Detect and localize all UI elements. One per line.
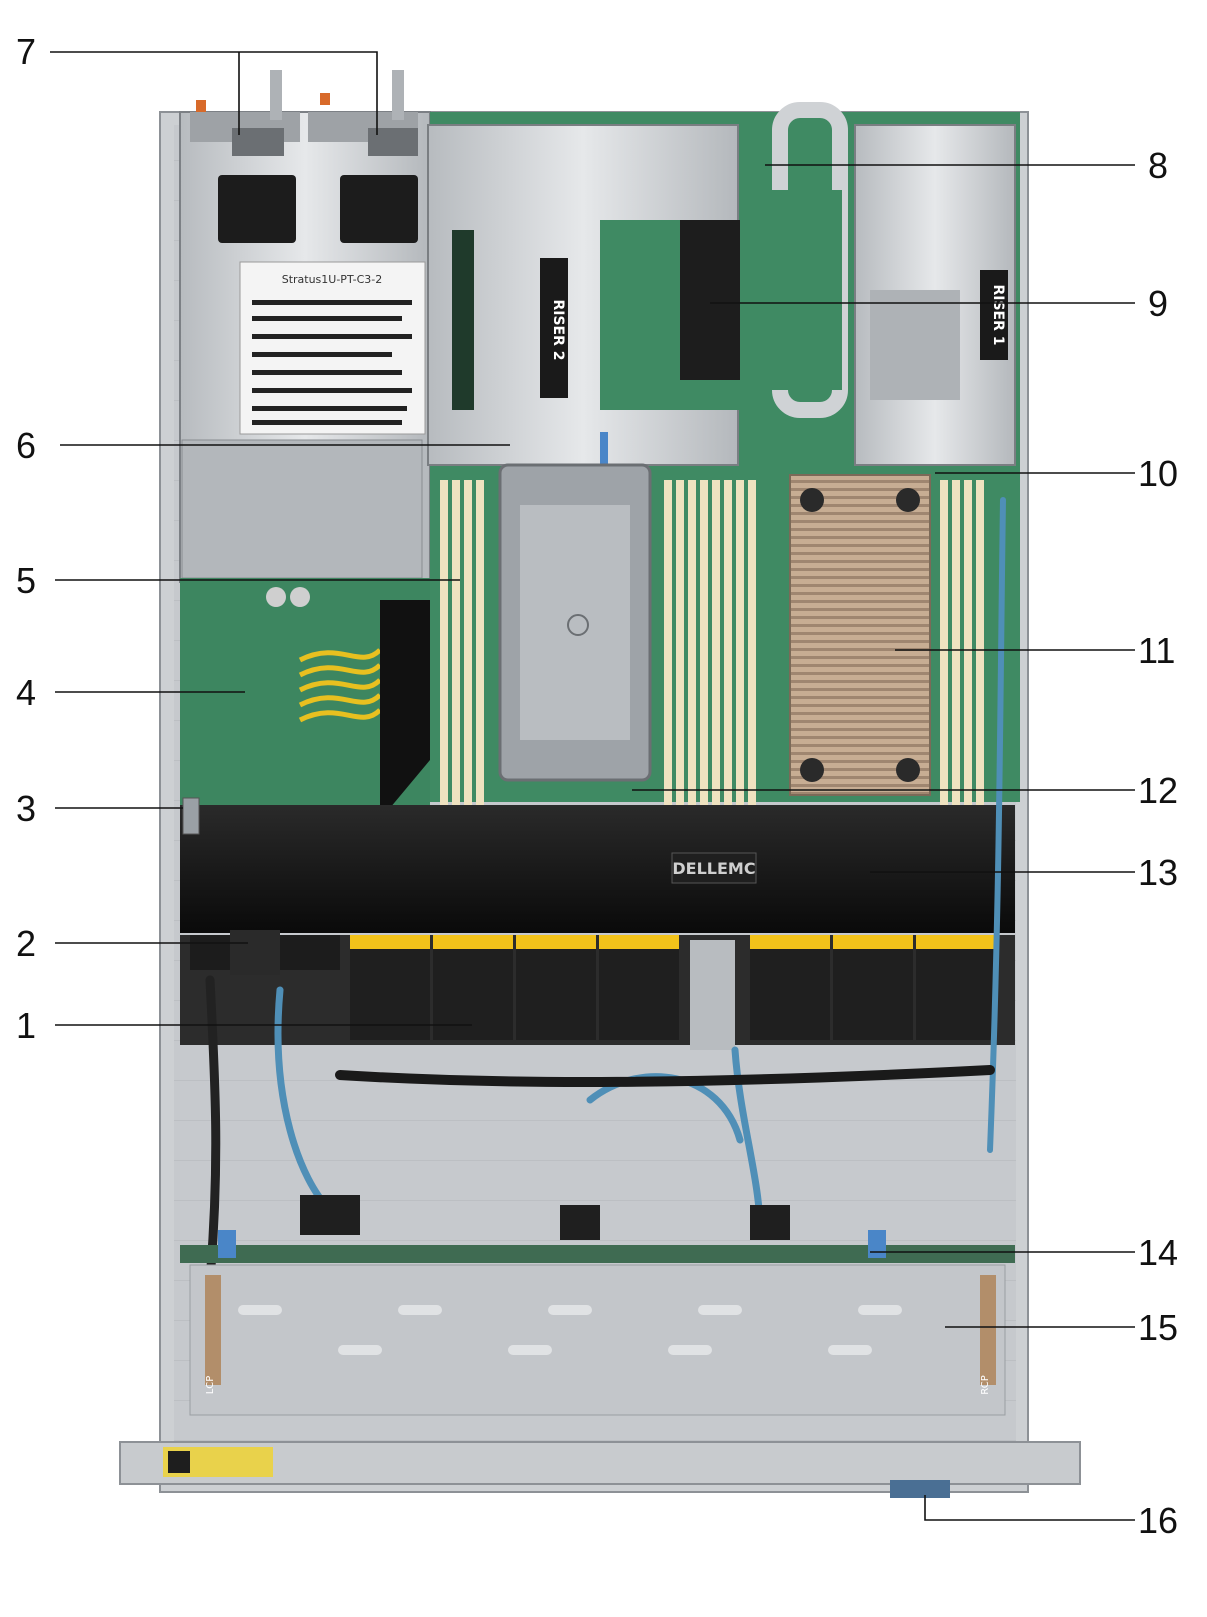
dimm-bank-cpu1 — [940, 480, 984, 805]
callout-12: 12 — [1138, 770, 1179, 811]
service-tag — [890, 1480, 950, 1498]
callout-11: 11 — [1138, 630, 1176, 671]
callout-5: 5 — [16, 560, 37, 601]
rcp-label: RCP — [980, 1375, 991, 1394]
brand-logo: DELLEMC — [672, 859, 755, 878]
lcp-label: LCP — [205, 1376, 216, 1395]
processor-socket-cover — [498, 463, 652, 782]
riser-1-label: RISER 1 — [990, 284, 1006, 345]
riser-1: RISER 1 — [680, 102, 1016, 466]
callout-9: 9 — [1148, 283, 1169, 324]
callout-13: 13 — [1138, 852, 1179, 893]
fan-module-1 — [350, 935, 430, 1040]
riser-2-label: RISER 2 — [550, 299, 566, 360]
callout-16: 16 — [1138, 1500, 1179, 1541]
fan-module-6 — [833, 935, 913, 1040]
dimm-bank-cpu2 — [440, 480, 756, 805]
cable-holder — [190, 930, 340, 975]
callout-line-16 — [924, 1495, 1135, 1521]
callout-8: 8 — [1148, 145, 1169, 186]
power-supply-units: Stratus1U-PT-C3-2 — [179, 70, 431, 583]
drive-backplane — [180, 1195, 1015, 1263]
callout-15: 15 — [1138, 1307, 1179, 1348]
cooling-fans — [180, 935, 1015, 1050]
processor-heat-sink — [789, 474, 931, 796]
fan-module-3 — [516, 935, 596, 1040]
callout-14: 14 — [1138, 1232, 1179, 1273]
fan-module-4 — [599, 935, 679, 1040]
fan-module-2 — [433, 935, 513, 1040]
drive-cage-cover: LCP RCP — [189, 1264, 1006, 1416]
callout-4: 4 — [16, 672, 37, 713]
power-distribution-board — [266, 587, 430, 820]
callout-2: 2 — [16, 923, 37, 964]
callout-lines — [50, 51, 1135, 1521]
intrusion-switch — [182, 797, 200, 835]
fan-module-5 — [750, 935, 830, 1040]
fan-module-7 — [916, 935, 996, 1040]
callout-line-7 — [50, 51, 378, 135]
cooling-shroud: DELLEMC — [180, 805, 1015, 933]
callout-1: 1 — [16, 1005, 37, 1046]
callout-10: 10 — [1138, 453, 1179, 494]
front-panel — [119, 1441, 1081, 1485]
memory-dimm-slots — [440, 480, 984, 805]
callout-7: 7 — [16, 31, 37, 72]
psu-label-title: Stratus1U-PT-C3-2 — [282, 273, 383, 286]
callout-6: 6 — [16, 425, 37, 466]
callout-3: 3 — [16, 788, 37, 829]
